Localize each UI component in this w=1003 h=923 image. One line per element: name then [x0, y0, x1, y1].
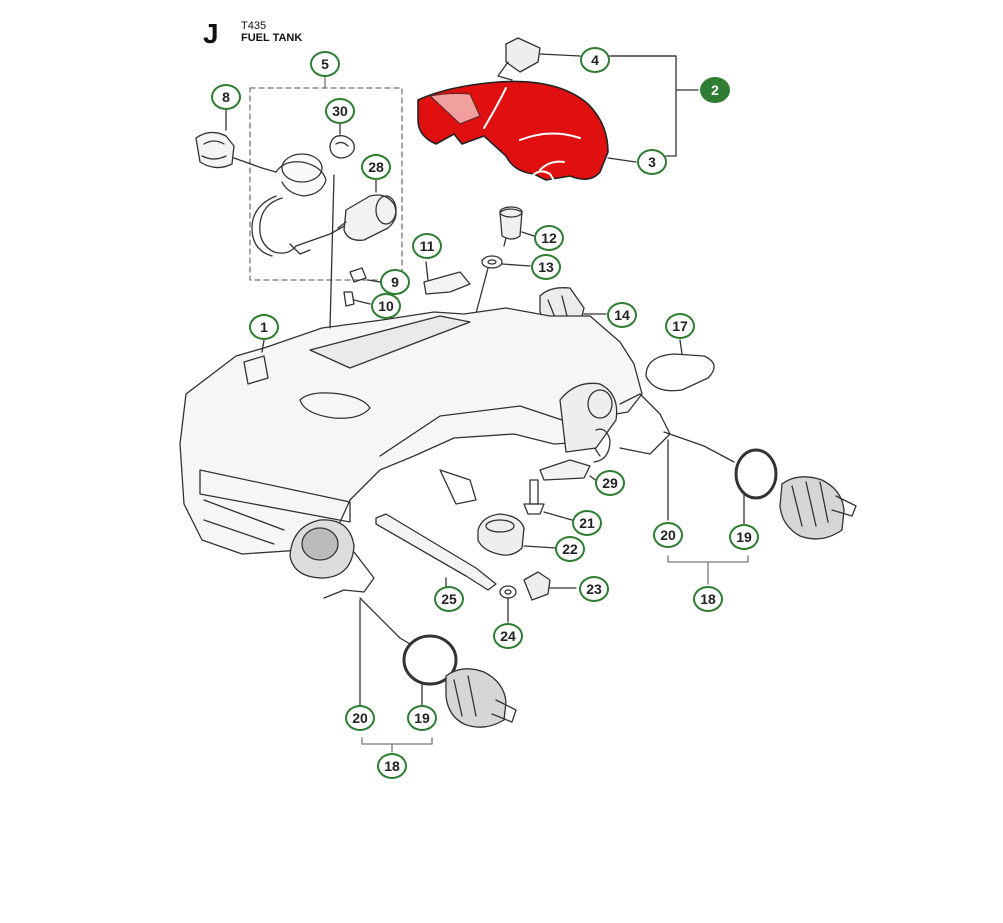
callout-28[interactable]: 28 [361, 154, 391, 180]
tank-cap-part-4 [497, 37, 581, 81]
fuel-hose-part-5 [251, 153, 349, 257]
callout-30[interactable]: 30 [325, 98, 355, 124]
callout-2-selected[interactable]: 2 [700, 77, 730, 103]
callout-3[interactable]: 3 [637, 149, 667, 175]
handle-part-18-left [445, 668, 517, 728]
callout-18-right[interactable]: 18 [693, 586, 723, 612]
diagram-title: FUEL TANK [241, 32, 303, 44]
ring-part-19-right [734, 448, 778, 525]
callout-22[interactable]: 22 [555, 536, 585, 562]
screw-part-9 [349, 267, 381, 283]
handle-part-18-right [779, 476, 857, 540]
washer-part-24 [499, 585, 517, 623]
grommet-part-8 [195, 109, 263, 169]
gasket-part-17 [645, 353, 715, 392]
callout-29[interactable]: 29 [595, 470, 625, 496]
ring-part-19-left [402, 634, 458, 707]
bracket-part-29 [539, 459, 591, 481]
callout-18-left[interactable]: 18 [377, 753, 407, 779]
callout-19-left[interactable]: 19 [407, 705, 437, 731]
clamp-part-23 [523, 571, 577, 601]
screw-part-21 [523, 479, 573, 521]
callout-14[interactable]: 14 [607, 302, 637, 328]
fuel-hose-part-25 [375, 513, 497, 591]
callout-17[interactable]: 17 [665, 313, 695, 339]
callout-4[interactable]: 4 [580, 47, 610, 73]
grommet-part-22 [477, 513, 557, 556]
callout-24[interactable]: 24 [493, 623, 523, 649]
callout-21[interactable]: 21 [572, 510, 602, 536]
wire-part-20-right [619, 393, 735, 521]
callout-10[interactable]: 10 [371, 293, 401, 319]
model-code: T435 [241, 20, 267, 32]
callout-1[interactable]: 1 [249, 314, 279, 340]
callout-25[interactable]: 25 [434, 586, 464, 612]
section-letter: J [203, 18, 219, 49]
callout-9[interactable]: 9 [380, 269, 410, 295]
fuel-line-group-box [249, 87, 403, 281]
bracket-part-11 [423, 261, 471, 295]
wire-part-20-left [323, 551, 411, 707]
fuel-tank-body-part-1 [179, 307, 643, 579]
fuel-filter-part-28 [337, 179, 397, 241]
callout-11[interactable]: 11 [412, 233, 442, 259]
screw-part-10 [343, 291, 371, 307]
tank-cover-part-3 [417, 80, 637, 185]
callout-12[interactable]: 12 [534, 225, 564, 251]
callout-5[interactable]: 5 [310, 51, 340, 77]
callout-23[interactable]: 23 [579, 576, 609, 602]
clip-part-30 [329, 135, 355, 159]
callout-19-right[interactable]: 19 [729, 524, 759, 550]
callout-13[interactable]: 13 [531, 254, 561, 280]
primer-part-12 [499, 206, 535, 247]
callout-20-right[interactable]: 20 [653, 522, 683, 548]
callout-20-left[interactable]: 20 [345, 705, 375, 731]
callout-8[interactable]: 8 [211, 84, 241, 110]
